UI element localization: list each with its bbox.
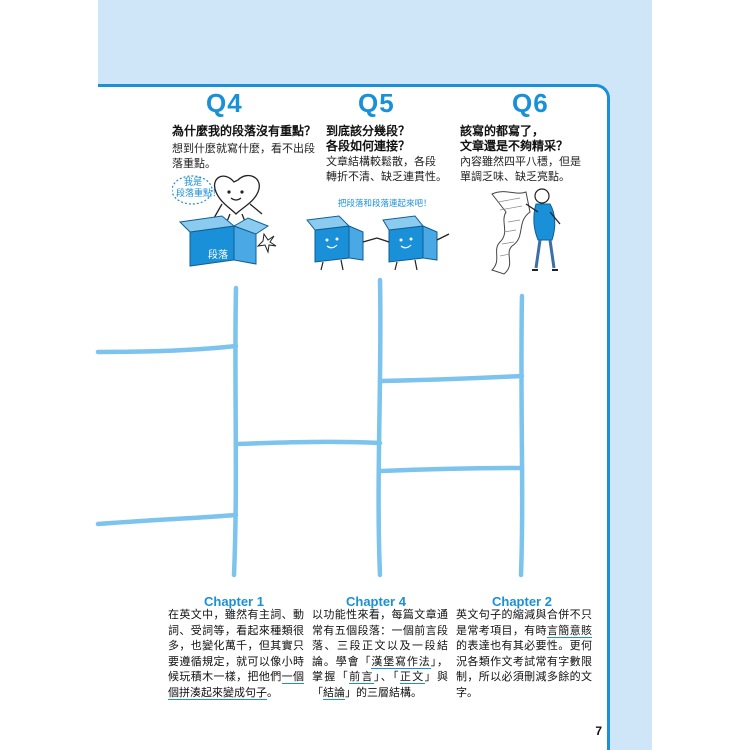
chapter-2-title: Chapter 2 [492, 594, 552, 609]
q4-bubble-text: 我是 段落重點！ [176, 178, 222, 199]
q6-illustration [491, 188, 561, 275]
q5-label: Q5 [358, 88, 395, 118]
chapter-2-body: 英文句子的縮減與合併不只是常考項目，有時言簡意賅的表達也有其必要性。更何況各類作… [456, 607, 593, 700]
chapter-1-text-end: 。 [267, 685, 278, 699]
chapter-4-body: 以功能性來看，每篇文章通常有五個段落：一個前言段落、三段正文以及一段結論。學會「… [312, 607, 448, 700]
q5-heading: 到底該分幾段？ 各段如何連接？ [326, 124, 411, 153]
chapter-4-underlined-conclusion: 結論 [323, 685, 345, 700]
ladder-post-1 [231, 285, 239, 578]
ladder-rung-bottom-left [95, 512, 239, 527]
q6-label: Q6 [512, 88, 549, 118]
chapter-4-underlined-body: 正文 [399, 670, 425, 684]
ladder-rung-mid-left [233, 439, 383, 447]
ladder-post-3 [518, 293, 525, 578]
q4-illustration [172, 175, 277, 267]
ladder-rung-top-right [377, 373, 525, 384]
q4-box-label: 段落 [208, 250, 228, 261]
q5-illustration [306, 215, 450, 271]
q4-heading: 為什麼我的段落沒有重點？ [172, 124, 317, 138]
ladder-rung-top-left [95, 343, 239, 355]
chapter-4-underlined-intro: 前言 [349, 670, 374, 684]
q5-body: 文章結構較鬆散，各段 轉折不清、缺乏連貫性。 [326, 155, 447, 183]
chapter-2-text: 英文句子的縮減與合併不只是常考項目，有時 [456, 608, 592, 637]
chapter-1-underlined: 一個個拼湊起來變成句子 [168, 670, 305, 700]
chapter-4-title: Chapter 4 [346, 594, 406, 609]
q6-body: 內容雖然四平八穩，但是 單調乏味、缺乏亮點。 [460, 155, 581, 183]
chapter-4-text-2: 」，掌握「 [312, 654, 449, 684]
chapter-1-title: Chapter 1 [204, 594, 264, 609]
chapter-4-text-end: 」的三層結構。 [345, 685, 422, 699]
page-number: 7 [595, 724, 602, 738]
ladder-post-2 [376, 277, 383, 578]
q6-heading: 該寫的都寫了， 文章還是不夠精采？ [460, 124, 569, 153]
chapter-4-underlined-hamburger: 漢堡寫作法 [371, 654, 431, 669]
chapter-1-text: 在英文中，雖然有主詞、動詞、受詞等，看起來種類很多，也變化萬千，但其實只要遵循規… [168, 608, 304, 683]
q4-label: Q4 [206, 88, 243, 118]
chapter-4-text-3: 」、「 [373, 670, 400, 683]
chapter-1-body: 在英文中，雖然有主詞、動詞、受詞等，看起來種類很多，也變化萬千，但其實只要遵循規… [168, 607, 305, 700]
chapter-2-underlined: 言簡意賅 [546, 623, 593, 638]
q4-body: 想到什麼就寫什麼，看不出段 落重點。 [172, 142, 315, 170]
q5-caption: 把段落和段落連起來吧！ [338, 199, 432, 209]
chapter-2-text-end: 的表達也有其必要性。更何況各類作文考試常有字數限制，所以必須刪減多餘的文字。 [456, 639, 592, 699]
ladder-rung-bottom-right [377, 465, 525, 474]
chapter-4-text-4: 」與「 [312, 670, 449, 699]
chapter-4-text: 以功能性來看，每篇文章通常有五個段落：一個前言段落、三段正文以及一段結論。學會「 [312, 608, 448, 668]
